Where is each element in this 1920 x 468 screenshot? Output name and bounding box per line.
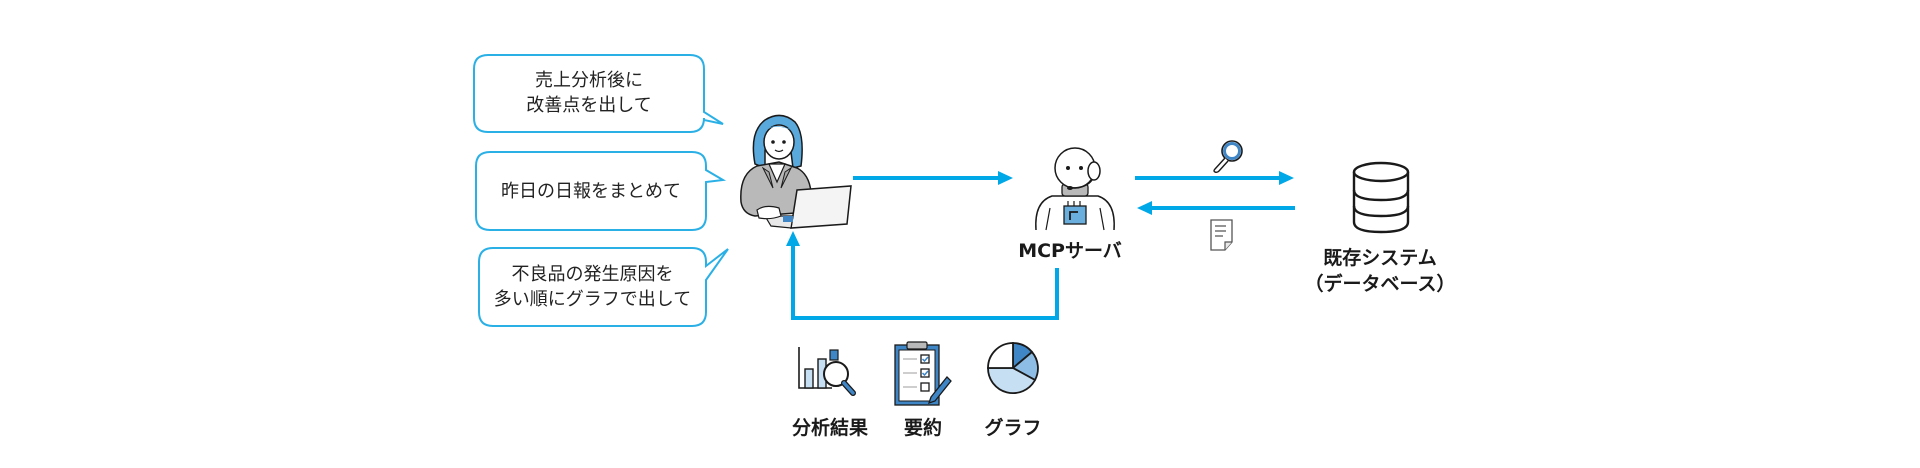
request-text-1: 売上分析後に 改善点を出して bbox=[474, 68, 704, 118]
clipboard-checklist-icon bbox=[894, 341, 952, 406]
system-label-line-2: （データベース） bbox=[1304, 273, 1456, 295]
output-label-summary: 要約 bbox=[903, 417, 942, 439]
request-text-3: 不良品の発生原因を 多い順にグラフで出して bbox=[479, 262, 706, 312]
request-text-2: 昨日の日報をまとめて bbox=[476, 179, 706, 204]
pie-chart-icon bbox=[987, 342, 1039, 394]
system-label-line-1: 既存システム bbox=[1323, 247, 1437, 269]
request-1-line-2: 改善点を出して bbox=[526, 95, 652, 116]
person-with-laptop-icon bbox=[740, 114, 852, 229]
request-3-line-2: 多い順にグラフで出して bbox=[493, 289, 692, 310]
document-icon bbox=[1210, 219, 1233, 251]
request-1-line-1: 売上分析後に bbox=[535, 70, 643, 91]
robot-headset-icon bbox=[1035, 147, 1115, 231]
request-2-line-1: 昨日の日報をまとめて bbox=[501, 181, 681, 202]
output-label-analysis: 分析結果 bbox=[791, 417, 868, 439]
system-label: 既存システム （データベース） bbox=[1300, 245, 1460, 297]
magnifier-icon bbox=[1213, 140, 1243, 174]
analysis-chart-magnifier-icon bbox=[798, 347, 856, 396]
server-label: MCPサーバ bbox=[1018, 240, 1122, 262]
database-icon bbox=[1352, 161, 1410, 234]
output-label-graph: グラフ bbox=[984, 417, 1042, 439]
request-3-line-1: 不良品の発生原因を bbox=[511, 264, 674, 285]
